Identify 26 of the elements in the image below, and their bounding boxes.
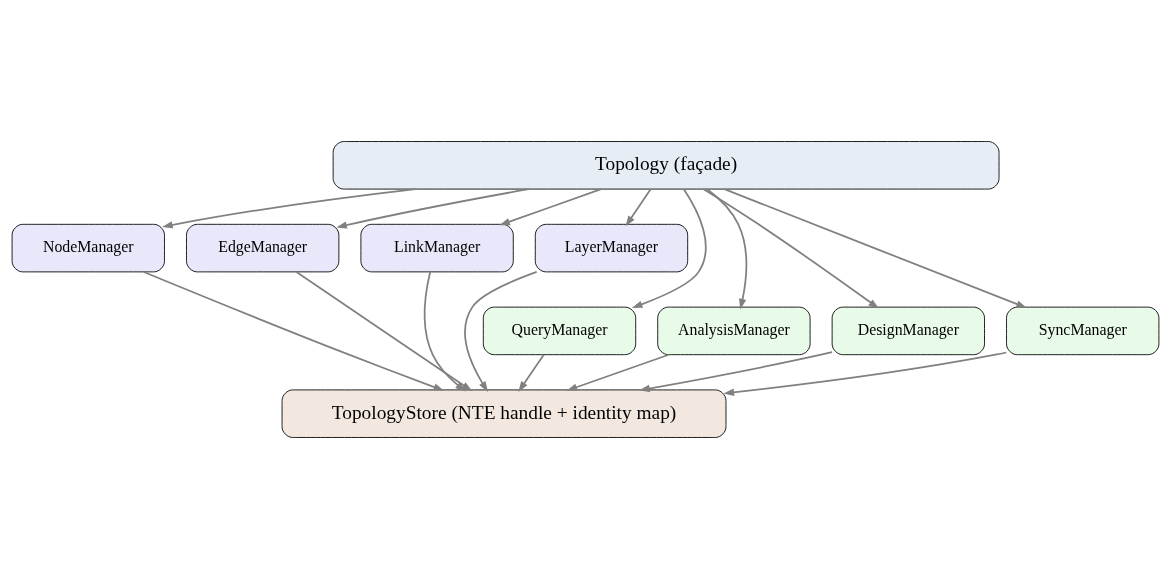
arrow (631, 187, 707, 308)
node-box: LayerManager (534, 223, 689, 272)
arrow (723, 187, 1027, 308)
arrow (639, 350, 833, 392)
arrow (518, 353, 545, 392)
arrow (162, 187, 417, 229)
arrow (723, 351, 1008, 396)
node-box: AnalysisManager (657, 306, 811, 355)
node-box: DesignManager (831, 306, 985, 355)
arrow (423, 270, 466, 392)
node-box: LinkManager (360, 223, 514, 272)
node-box: TopologyStore (NTE handle + identity map) (281, 388, 727, 438)
arrow (625, 187, 652, 226)
arrow (702, 187, 879, 309)
arrow (336, 187, 530, 229)
arrow (706, 187, 748, 309)
arrow (464, 270, 538, 392)
arrow (295, 270, 473, 391)
node-box: NodeManager (11, 223, 165, 272)
arrow (566, 353, 670, 391)
node-box: EdgeManager (186, 223, 340, 272)
node-box: Topology (façade) (332, 140, 1000, 190)
node-box: SyncManager (1006, 306, 1160, 355)
arrow (499, 187, 602, 225)
node-box: QueryManager (482, 306, 637, 355)
arrow (142, 270, 445, 391)
